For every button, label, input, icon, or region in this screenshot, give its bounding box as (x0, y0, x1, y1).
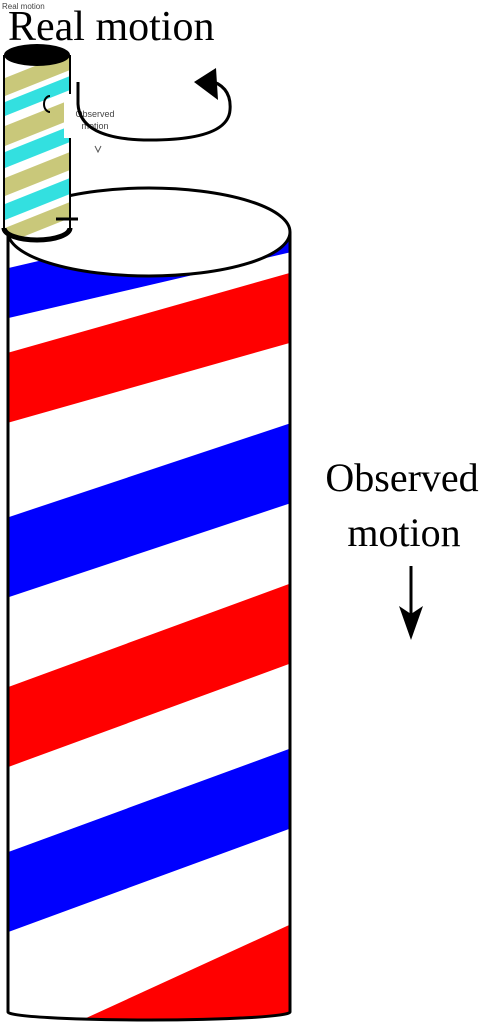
small-stripe-tan (4, 198, 70, 240)
stripe-blue (8, 420, 290, 600)
small-stripe-cyan (4, 122, 70, 170)
observed-motion-label-line1: Observed (325, 455, 478, 500)
small-rotation-arrow-icon (43, 95, 51, 113)
stripe-red (8, 580, 290, 770)
real-motion-label: Real motion (8, 4, 214, 50)
small-stripe-tan (4, 148, 70, 198)
large-barber-pole (6, 186, 292, 1022)
small-stripe-cyan (4, 174, 70, 222)
down-arrow-icon (399, 566, 423, 640)
rotation-arrow-icon (76, 68, 232, 142)
small-stripe-tan (4, 96, 70, 148)
inset-real-motion-label: Real motion (2, 2, 45, 11)
small-barber-pole: Observed motion (1, 44, 115, 243)
inset-down-arrow-icon (94, 145, 102, 154)
inset-observed-line2: motion (81, 121, 108, 131)
small-pole-top (4, 44, 70, 66)
large-pole-stripes (8, 232, 290, 1020)
inset-observed-line1: Observed (75, 109, 114, 119)
observed-motion-label-line2: motion (347, 510, 460, 555)
stripe-red (8, 270, 290, 425)
small-stripe-cyan (4, 72, 70, 118)
stripe-blue (8, 745, 290, 935)
stripe-red (60, 920, 290, 1020)
